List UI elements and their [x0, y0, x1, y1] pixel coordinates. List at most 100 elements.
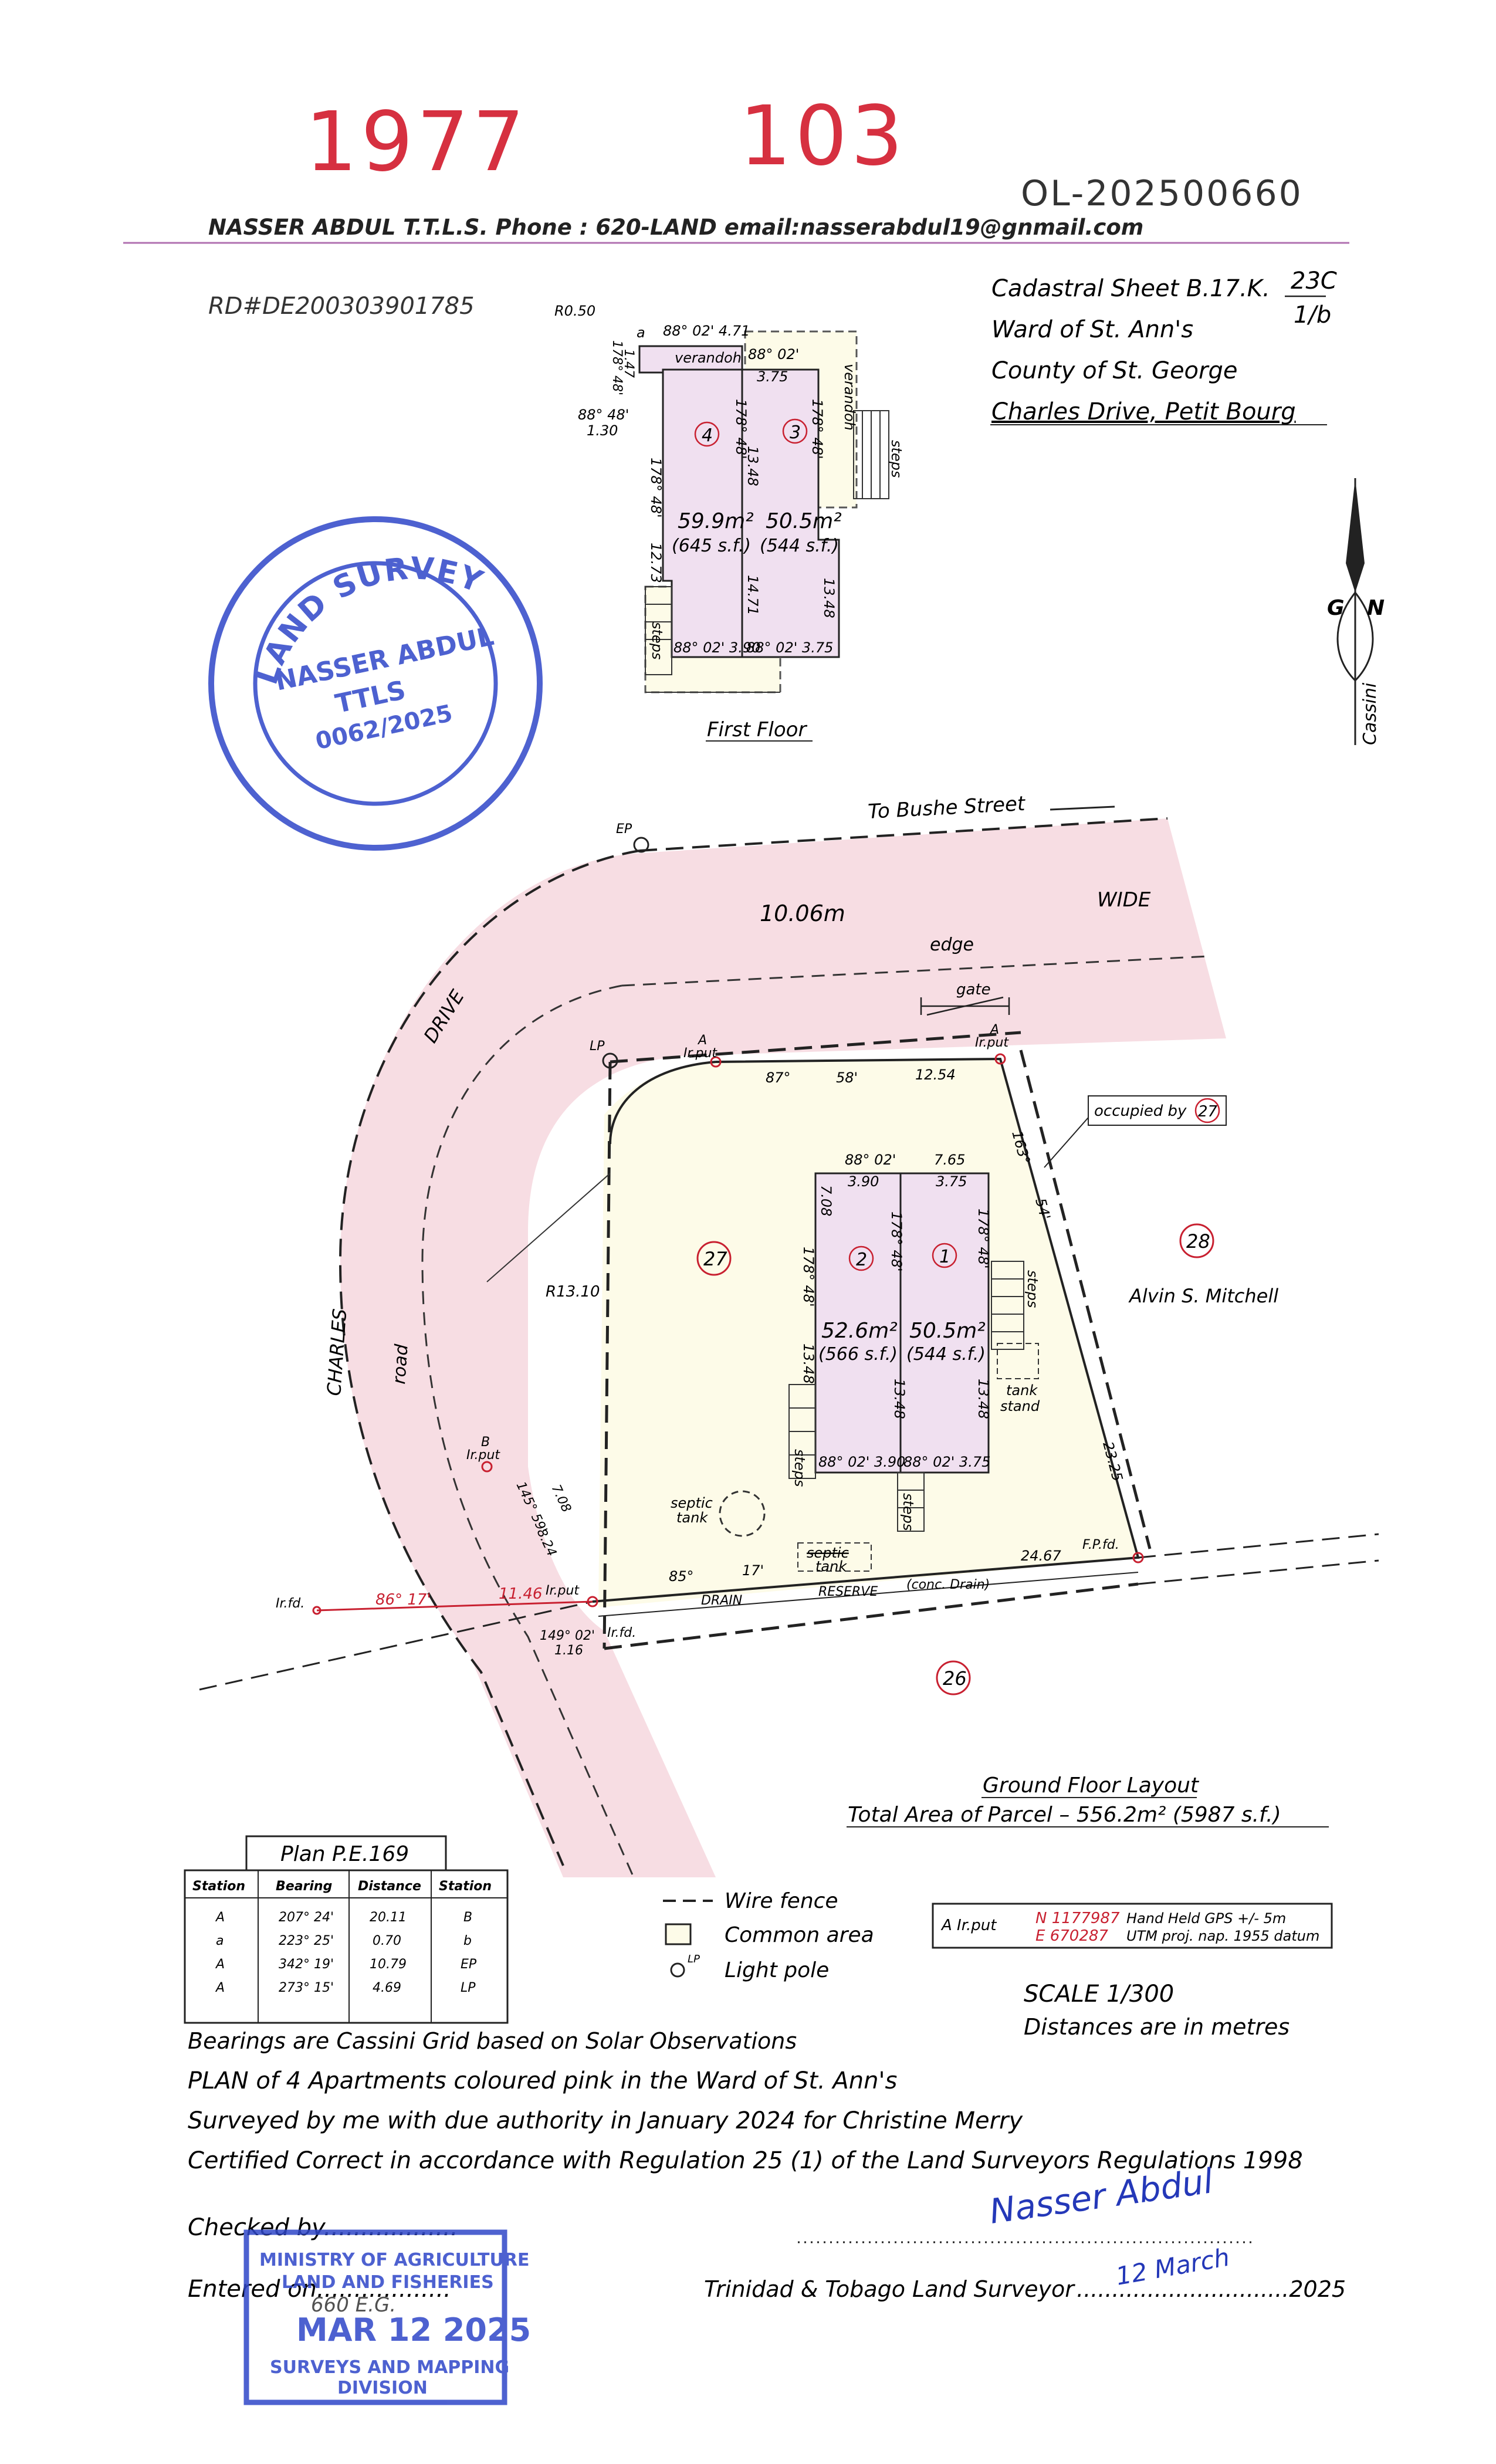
gps-box: A Ir.put N 1177987 E 670287 Hand Held GP…	[932, 1903, 1333, 1949]
plan-table-col-bearing: Bearing	[276, 1879, 332, 1894]
station-b-marker	[481, 1461, 493, 1473]
gf-right-bearing: 178° 48'	[975, 1209, 991, 1269]
rear-distance: 24.67	[1021, 1548, 1061, 1564]
extension-left	[199, 1600, 593, 1691]
plan-table-row: A 342° 19' 10.79 EP	[215, 1957, 477, 1972]
plan-table-cell: 273° 15'	[279, 1981, 334, 1995]
gf-unit-2-marker	[848, 1245, 874, 1271]
plan-table-cell: 207° 24'	[279, 1910, 334, 1925]
ff-unit-4-area: 59.9m²	[678, 509, 754, 533]
cadastral-sheet: Cadastral Sheet B.17.K.	[991, 275, 1270, 302]
ministry-line-4: SURVEYS AND MAPPING	[270, 2357, 509, 2378]
occupied-by-marker	[1194, 1098, 1220, 1123]
ff-bottom-right: 88° 02' 3.75	[746, 639, 833, 656]
red-bearing-line	[316, 1600, 593, 1612]
distance-units: Distances are in metres	[1024, 2014, 1289, 2040]
corner-irput-marker	[587, 1596, 598, 1607]
plan-table-title: Plan P.E.169	[280, 1842, 409, 1866]
ff-steps-right	[853, 410, 889, 499]
lot-28-owner: Alvin S. Mitchell	[1128, 1285, 1278, 1307]
plan-number-right: 103	[739, 89, 906, 184]
gf-unit-1-sf: (544 s.f.)	[906, 1344, 986, 1365]
gf-left-bearing: 178° 48'	[800, 1247, 817, 1307]
footer: Checked by.................. Entered on.…	[188, 2161, 1346, 2303]
location-block: Cadastral Sheet B.17.K. 23C 1/b Ward of …	[990, 268, 1337, 425]
plan-table-cell: A	[215, 1957, 225, 1972]
plan-table-cell: 342° 19'	[279, 1957, 334, 1972]
ff-right-dist: 13.48	[821, 578, 837, 618]
ff-bottom-left: 88° 02' 3.90	[673, 639, 760, 656]
road-label: road	[389, 1343, 412, 1385]
bearing-708: 7.08	[549, 1483, 574, 1515]
ff-unit-4-marker	[694, 421, 720, 447]
ff-top-right-dist: 3.75	[757, 368, 788, 385]
septic-label-1: septic	[671, 1495, 713, 1511]
front-bearing-deg: 87°	[766, 1069, 791, 1086]
plan-table-cell: b	[463, 1934, 472, 1948]
north-arrow: G N Cassini	[1327, 478, 1385, 745]
checked-by: Checked by..................	[188, 2214, 458, 2241]
ff-top-left-bearing: 88° 02' 4.71	[663, 323, 750, 339]
ff-right-bearing: 178° 48'	[809, 399, 825, 459]
bearing-116: 1.16	[554, 1643, 583, 1658]
septic-label-2: septic	[807, 1545, 849, 1561]
scale: SCALE 1/300	[1024, 1981, 1174, 2008]
legend-wire-fence: Wire fence	[725, 1889, 838, 1913]
plan-table-cell: A	[215, 1981, 225, 1995]
gps-station: A Ir.put	[940, 1917, 997, 1934]
first-floor-plan: 4 3 59.9m² (645 s.f.) 50.5m² (544 s.f.) …	[554, 303, 905, 742]
legend-common-area-swatch	[665, 1923, 692, 1945]
bearing-14902: 149° 02'	[540, 1629, 595, 1643]
surveyor-label: Trinidad & Tobago Land Surveyor	[704, 2276, 1075, 2302]
seal-outer-ring	[208, 516, 543, 851]
plan-table-cell: a	[216, 1934, 224, 1948]
tank-stand-label-1: tank	[1006, 1382, 1038, 1399]
plan-table-cell: LP	[461, 1981, 476, 1995]
front-bearing-min: 58'	[836, 1069, 858, 1086]
gf-left-dist-2: 13.48	[800, 1343, 817, 1384]
red-bearing: 86° 17'	[375, 1591, 431, 1609]
charles-label: CHARLES	[323, 1308, 351, 1396]
total-area: Total Area of Parcel – 556.2m² (5987 s.f…	[848, 1803, 1281, 1827]
radius-line	[486, 1173, 611, 1282]
ff-mid-dist2: 14.71	[744, 575, 761, 615]
gf-unit-1	[899, 1172, 990, 1474]
ff-b8848: 88° 48'	[578, 407, 629, 423]
ff-unit-3-sf: (544 s.f.)	[760, 536, 839, 556]
irfd-left-marker	[312, 1606, 321, 1615]
north-arrow-head	[1346, 478, 1365, 593]
gate-label: gate	[956, 981, 991, 999]
corner-irput-label: Ir.put	[546, 1583, 580, 1598]
north-arrow-g: G	[1327, 596, 1345, 620]
ministry-stamp: MINISTRY OF AGRICULTURE LAND AND FISHERI…	[243, 2229, 531, 2405]
file-reference: OL-202500660	[1021, 173, 1303, 214]
gate	[920, 996, 1010, 1016]
gps-northing: N 1177987	[1035, 1910, 1120, 1927]
note-certified: Certified Correct in accordance with Reg…	[188, 2147, 1303, 2174]
legend-lp-mark: LP	[688, 1953, 700, 1965]
street: Charles Drive, Petit Bourg	[991, 398, 1296, 425]
extension-right-2	[1138, 1559, 1379, 1585]
gf-bottom-left: 88° 02' 3.90	[818, 1454, 905, 1470]
tank-stand-label-2: stand	[1000, 1398, 1040, 1414]
plan-table: Plan P.E.169 Station Bearing Distance St…	[184, 1835, 509, 2024]
surveyor-header-line: NASSER ABDUL T.T.L.S. Phone : 620-LAND e…	[208, 215, 1143, 240]
ff-steps-right-label: steps	[888, 440, 905, 478]
station-a-left-label: A	[697, 1033, 707, 1048]
parcel-curve-boundary	[609, 1061, 716, 1145]
to-bushe-street: To Bushe Street	[867, 792, 1026, 824]
gps-box-border	[932, 1903, 1333, 1949]
legend-light-pole: Light pole	[725, 1958, 829, 1982]
road-center-edge	[621, 955, 1209, 987]
irfd-corner-label: Ir.fd.	[607, 1626, 636, 1640]
gps-method: Hand Held GPS +/- 5m	[1126, 1910, 1286, 1927]
ward: Ward of St. Ann's	[991, 316, 1193, 343]
ep-marker	[633, 837, 649, 853]
station-a-right-irput: Ir.put	[975, 1035, 1009, 1050]
gf-unit-1-marker	[932, 1243, 957, 1268]
ff-unit-3	[741, 368, 840, 658]
ff-mid-dist1: 13.48	[744, 446, 761, 486]
date-dots: ..............................2025	[1077, 2276, 1346, 2302]
ff-unit-4-sf: (645 s.f.)	[672, 536, 751, 556]
